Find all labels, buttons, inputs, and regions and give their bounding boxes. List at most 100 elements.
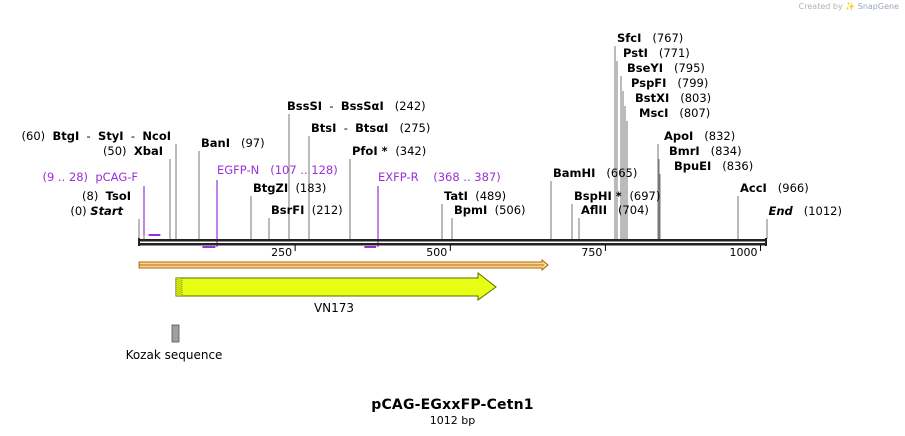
backbone-top-strand (139, 239, 767, 242)
primer-egfp-n[interactable]: EGFP-N (107 .. 128) (202, 163, 338, 248)
site-bseyi-label-part: BseYI (627, 61, 663, 75)
full-length-arrow[interactable] (138, 258, 549, 272)
site-bpuei-label-part: (836) (722, 159, 753, 173)
site-bamhi-label-part: (665) (606, 166, 637, 180)
site-apoi-label: ApoI (832) (664, 129, 735, 143)
site-aflii-label-part (607, 203, 618, 217)
site-end-label-part (793, 204, 804, 218)
feature-vn173-label: VN173 (314, 301, 354, 315)
feature-vn173-arrow (175, 271, 497, 301)
site-btgi-styi-ncoi-label-part: - (124, 129, 143, 143)
site-psti-label-part: PstI (623, 46, 648, 60)
site-tsoi-label-part: TsoI (106, 189, 131, 203)
primer-egfp-n-label-part (259, 163, 270, 177)
site-sfci-label-part (641, 31, 652, 45)
site-pfoi-label-part: PfoI (352, 144, 378, 158)
site-bpmi-label-part: (506) (495, 203, 526, 217)
site-start-label-part: Start (90, 204, 123, 218)
site-btgi-styi-ncoi-label-part: NcoI (142, 129, 171, 143)
site-acci-label-part: (966) (778, 181, 809, 195)
site-bstxi-label-part (669, 91, 680, 105)
site-bsssi-bsss-i-label-part: BssSαI (341, 99, 384, 113)
site-xbai-label-part: (50) (103, 144, 127, 158)
site-end-label-part: (1012) (804, 204, 842, 218)
site-aflii-label: AflII (704) (581, 203, 649, 217)
site-psti-label: PstI (771) (623, 46, 690, 60)
backbone-right-cap (765, 238, 767, 246)
primer-exfp-r[interactable]: EXFP-R (368 .. 387) (364, 170, 501, 248)
site-bsrfi-label-part (304, 203, 311, 217)
site-pfoi-label-part: * (378, 144, 392, 158)
site-bsssi-bsss-i-label-part (384, 99, 395, 113)
site-end-label-part: End (769, 204, 794, 218)
site-bstxi-label: BstXI (803) (635, 91, 711, 105)
site-bsrfi-label-part: (212) (312, 203, 343, 217)
site-btgi-styi-ncoi-label-part: (60) (22, 129, 46, 143)
axis-tick-label-250: 250 (271, 246, 292, 259)
kozak-sequence-label: Kozak sequence (126, 348, 223, 362)
site-bmri-label-part (700, 144, 711, 158)
site-msci-label-part (668, 106, 679, 120)
map-title-block: pCAG-EGxxFP-Cetn1 1012 bp (0, 397, 905, 427)
feature-kozak-sequence[interactable]: Kozak sequence (126, 324, 223, 362)
site-bseyi-label-part (663, 61, 674, 75)
site-start-label: (0) Start (70, 204, 123, 218)
site-end-label: End (1012) (769, 204, 843, 218)
site-pfoi-label: PfoI * (342) (352, 144, 426, 158)
site-tati-label-part: TatI (444, 189, 468, 203)
credit-prefix: Created by (798, 2, 843, 11)
site-bseyi-label: BseYI (795) (627, 61, 705, 75)
site-btgi-styi-ncoi-label-part (45, 129, 52, 143)
feature-vn173-start-cap (175, 277, 183, 297)
site-sfci-label-part: SfcI (617, 31, 641, 45)
site-btsi-bts-i-label-part: - (336, 121, 355, 135)
site-bmri-label-part: (834) (711, 144, 742, 158)
primer-exfp-r-label-part: (368 .. 387) (433, 170, 501, 184)
site-btgi-styi-ncoi-label-part: - (79, 129, 98, 143)
site-btgzi-label-part: BtgZI (253, 181, 288, 195)
site-bsssi-bsss-i-label-part: - (322, 99, 341, 113)
site-bstxi-label-part: BstXI (635, 91, 669, 105)
site-pspfi-label: PspFI (799) (631, 76, 708, 90)
primer-pcag-f-label-part: (9 .. 28) (42, 170, 88, 184)
site-bsphi-label-part: (697) (629, 189, 660, 203)
site-btsi-bts-i-label-part: BtsI (311, 121, 336, 135)
site-msci-label: MscI (807) (639, 106, 710, 120)
plasmid-size: 1012 bp (429, 414, 476, 427)
site-pspfi-label-part: (799) (677, 76, 708, 90)
site-btgzi-label-part (288, 181, 295, 195)
site-bsssi-bsss-i-label-part: BssSI (287, 99, 322, 113)
kozak-sequence-box (171, 324, 180, 343)
site-bmri-label: BmrI (834) (669, 144, 742, 158)
site-msci-label-part: MscI (639, 106, 668, 120)
site-bpuei-label-part: BpuEI (674, 159, 711, 173)
site-tati-label-part (468, 189, 475, 203)
site-bani-label-part: BanI (201, 136, 230, 150)
axis-tick-label-1000: 1000 (730, 246, 758, 259)
backbone-left-cap (138, 238, 140, 246)
site-bsphi-label-part: * (612, 189, 626, 203)
primer-egfp-n-label: EGFP-N (107 .. 128) (217, 163, 338, 177)
site-pspfi-label-part (666, 76, 677, 90)
site-bsphi-label-part: BspHI (574, 189, 612, 203)
created-by-credit[interactable]: Created by ✨ SnapGene (799, 2, 899, 11)
site-xbai-label: (50) XbaI (103, 144, 163, 158)
site-tsoi-label-part: (8) (82, 189, 98, 203)
site-pfoi-label-part: (342) (395, 144, 426, 158)
site-acci-label-part: AccI (740, 181, 767, 195)
feature-vn173[interactable]: VN173 (175, 271, 497, 315)
site-bsphi-label: BspHI * (697) (574, 189, 660, 203)
site-xbai-label-part: XbaI (134, 144, 163, 158)
site-aflii-label-part: (704) (618, 203, 649, 217)
snapgene-logo-icon: ✨ (845, 2, 856, 11)
site-sfci-label: SfcI (767) (617, 31, 683, 45)
site-start-label-part: (0) (70, 204, 86, 218)
credit-brand: SnapGene (857, 2, 899, 11)
site-xbai-label-part (127, 144, 134, 158)
primer-exfp-r-label-part (419, 170, 434, 184)
site-sfci-label-part: (767) (652, 31, 683, 45)
site-bpmi-label: BpmI (506) (454, 203, 526, 217)
primer-pcag-f[interactable]: (9 .. 28) pCAG-F (42, 170, 161, 236)
